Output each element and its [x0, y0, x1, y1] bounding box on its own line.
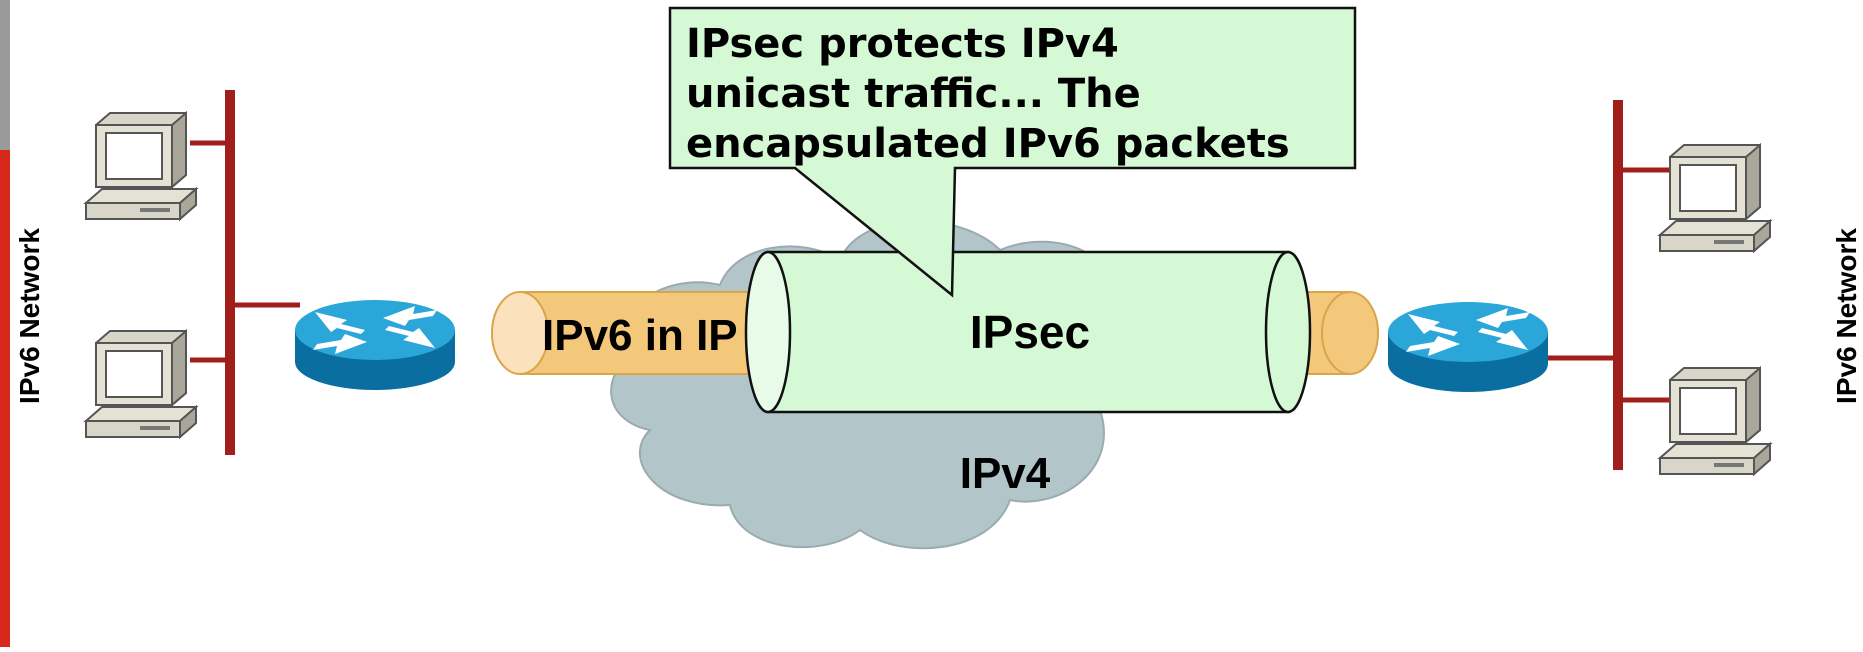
accent-bar-grey — [0, 0, 10, 150]
right-lan — [1545, 100, 1670, 470]
router-icon — [295, 300, 455, 390]
ipsec-cylinder: IPsec — [744, 250, 1312, 414]
callout-line-1: IPsec protects IPv4 — [686, 21, 1119, 67]
tunnel-label: IPv6 in IP — [542, 311, 738, 360]
left-network-label: IPv6 Network — [14, 228, 45, 404]
callout-line-3: encapsulated IPv6 packets — [686, 121, 1290, 167]
callout-line-2: unicast traffic... The — [686, 71, 1141, 117]
left-lan — [190, 90, 300, 455]
desktop-computer-icon — [1659, 367, 1771, 475]
desktop-computer-icon — [85, 330, 197, 438]
router-icon — [1388, 302, 1548, 392]
callout: IPsec protects IPv4 unicast traffic... T… — [668, 6, 1357, 298]
accent-bar — [0, 150, 10, 647]
ipsec-label: IPsec — [970, 306, 1090, 358]
right-network-label: IPv6 Network — [1831, 228, 1862, 404]
desktop-computer-icon — [1659, 144, 1771, 252]
desktop-computer-icon — [85, 112, 197, 220]
cloud-label: IPv4 — [960, 449, 1051, 498]
